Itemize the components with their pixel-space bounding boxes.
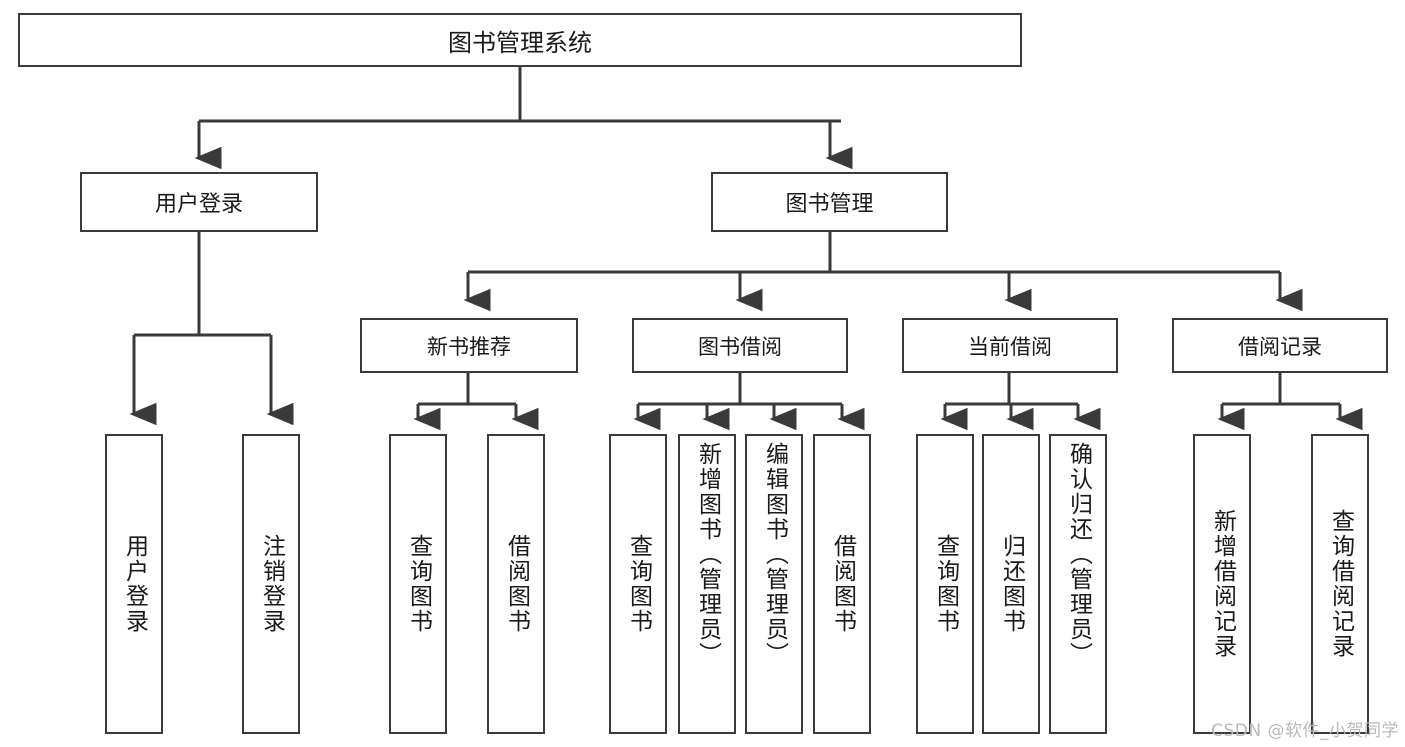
leaf-user-login[interactable]: 用户登录 [105, 434, 163, 734]
leaf-query-book-current-label: 查询图书 [932, 534, 959, 634]
leaf-borrow-book[interactable]: 借阅图书 [813, 434, 871, 734]
leaf-query-book-borrow[interactable]: 查询图书 [609, 434, 667, 734]
node-book-borrow-label: 图书借阅 [698, 334, 782, 359]
leaf-query-borrow-record[interactable]: 查询借阅记录 [1311, 434, 1369, 734]
node-book-management[interactable]: 图书管理 [711, 172, 948, 232]
leaf-confirm-return-admin[interactable]: 确认归还（管理员） [1049, 434, 1107, 734]
leaf-user-login-label: 用户登录 [121, 534, 148, 634]
node-current-borrow-label: 当前借阅 [968, 334, 1052, 359]
leaf-return-book-label: 归还图书 [998, 534, 1025, 634]
leaf-logout[interactable]: 注销登录 [242, 434, 300, 734]
node-root-label: 图书管理系统 [448, 28, 592, 57]
leaf-query-book-recommend-label: 查询图书 [405, 534, 432, 634]
leaf-borrow-book-recommend-label: 借阅图书 [503, 534, 530, 634]
leaf-return-book[interactable]: 归还图书 [982, 434, 1040, 734]
leaf-query-book-current[interactable]: 查询图书 [916, 434, 974, 734]
leaf-add-borrow-record-label: 新增借阅记录 [1209, 509, 1236, 659]
node-book-management-label: 图书管理 [785, 192, 874, 217]
leaf-edit-book-admin-label: 编辑图书（管理员） [761, 442, 788, 667]
node-borrow-record[interactable]: 借阅记录 [1172, 318, 1388, 373]
node-new-book-recommend[interactable]: 新书推荐 [360, 318, 578, 373]
leaf-confirm-return-admin-label: 确认归还（管理员） [1065, 442, 1092, 667]
leaf-add-borrow-record[interactable]: 新增借阅记录 [1193, 434, 1251, 734]
leaf-borrow-book-recommend[interactable]: 借阅图书 [487, 434, 545, 734]
node-user-login[interactable]: 用户登录 [80, 172, 318, 232]
leaf-query-borrow-record-label: 查询借阅记录 [1327, 509, 1354, 659]
node-borrow-record-label: 借阅记录 [1238, 334, 1322, 359]
node-book-borrow[interactable]: 图书借阅 [632, 318, 848, 373]
node-current-borrow[interactable]: 当前借阅 [902, 318, 1118, 373]
leaf-borrow-book-label: 借阅图书 [829, 534, 856, 634]
leaf-query-book-recommend[interactable]: 查询图书 [389, 434, 447, 734]
leaf-query-book-borrow-label: 查询图书 [625, 534, 652, 634]
node-user-login-label: 用户登录 [154, 192, 243, 217]
leaf-logout-label: 注销登录 [258, 534, 285, 634]
watermark: CSDN @软件_小贺同学 [1211, 721, 1399, 741]
leaf-add-book-admin[interactable]: 新增图书（管理员） [678, 434, 736, 734]
leaf-edit-book-admin[interactable]: 编辑图书（管理员） [745, 434, 803, 734]
node-new-book-recommend-label: 新书推荐 [427, 334, 511, 359]
node-root[interactable]: 图书管理系统 [18, 13, 1022, 67]
leaf-add-book-admin-label: 新增图书（管理员） [694, 442, 721, 667]
